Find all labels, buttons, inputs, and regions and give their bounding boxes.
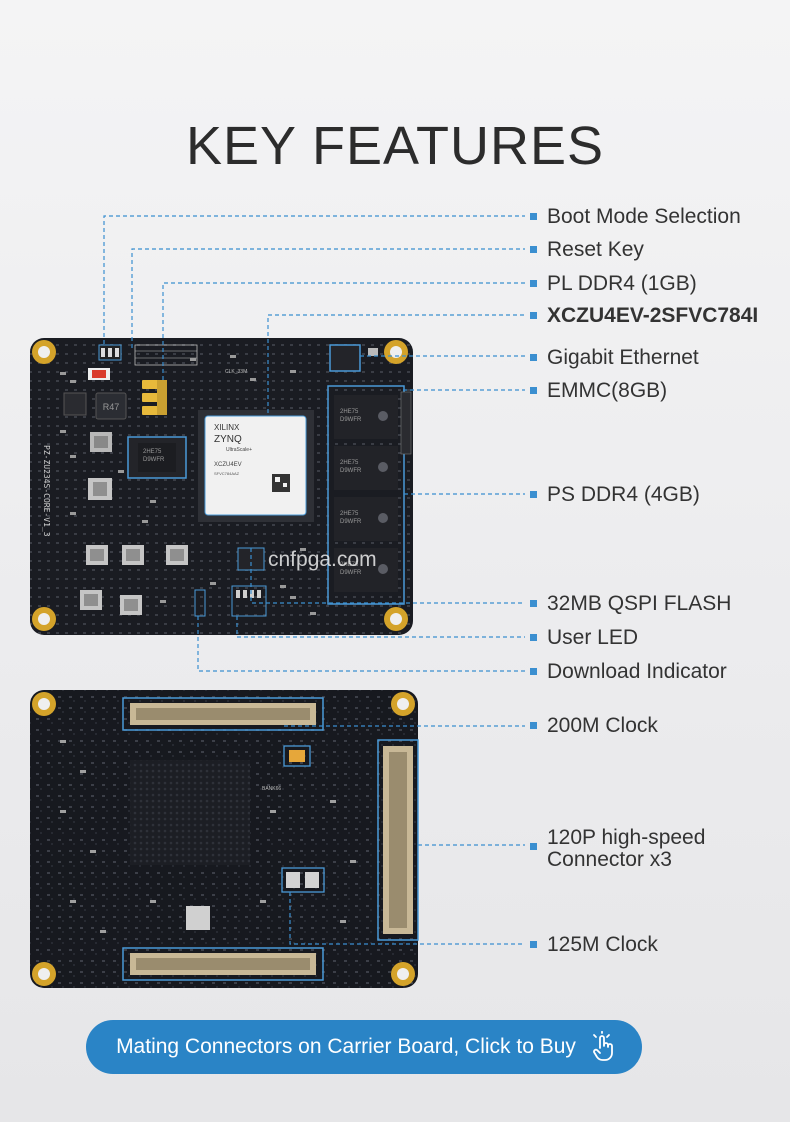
watermark: cnfpga.com bbox=[268, 548, 377, 571]
buy-mating-connectors-button[interactable]: Mating Connectors on Carrier Board, Clic… bbox=[86, 1020, 642, 1074]
ddr-chip-marking: 2HE75 bbox=[340, 409, 359, 415]
r47-silk: R47 bbox=[103, 402, 120, 412]
svg-text:ZYNQ: ZYNQ bbox=[214, 434, 242, 445]
page-title: KEY FEATURES bbox=[185, 116, 605, 176]
svg-text:UltraScale+: UltraScale+ bbox=[226, 447, 252, 453]
ddr-chip-marking: D9WFR bbox=[340, 417, 362, 423]
svg-text:XCZU4EV: XCZU4EV bbox=[214, 462, 242, 468]
ddr-chip-marking: 2HE75 bbox=[340, 511, 359, 517]
ddr-chip-marking: D9WFR bbox=[340, 519, 362, 525]
mounting-hole bbox=[32, 692, 415, 986]
ddr-chip-marking: 2HE75 bbox=[340, 460, 359, 466]
ddr-chip-marking: D9WFR bbox=[340, 468, 362, 474]
svg-text:XILINX: XILINX bbox=[214, 423, 240, 432]
svg-text:SFVC784AAZ: SFVC784AAZ bbox=[214, 471, 240, 476]
pointing-hand-icon bbox=[593, 1031, 613, 1061]
svg-text:CLK_33M: CLK_33M bbox=[225, 369, 247, 375]
ddr-chip-marking: 2HE75 bbox=[143, 449, 162, 455]
ddr-chip-marking: D9WFR bbox=[143, 457, 165, 463]
cta-label: Mating Connectors on Carrier Board, Clic… bbox=[116, 1035, 576, 1058]
svg-text:BANK66: BANK66 bbox=[262, 786, 281, 792]
silkscreen-board-name: PZ-ZU234S-CORE-V1_3 bbox=[42, 445, 51, 537]
